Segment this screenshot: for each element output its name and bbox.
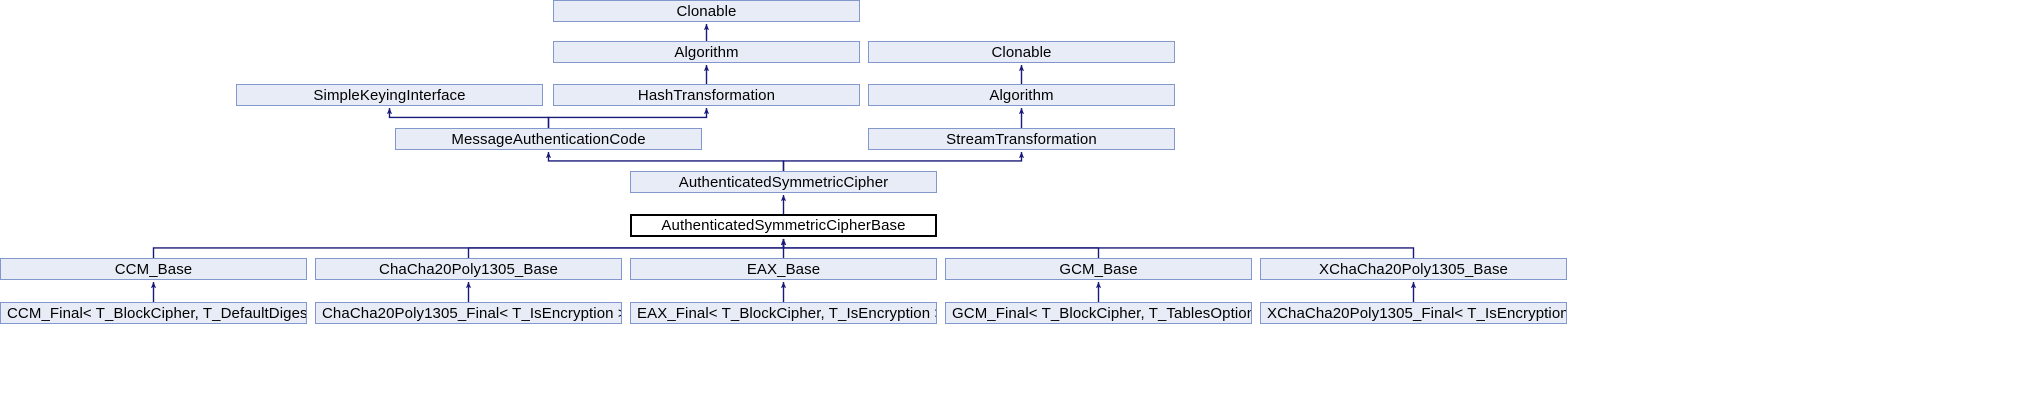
- class-node-ccm_base[interactable]: CCM_Base: [0, 258, 307, 280]
- class-node-xchacha_base[interactable]: XChaCha20Poly1305_Base: [1260, 258, 1567, 280]
- class-node-eax_base[interactable]: EAX_Base: [630, 258, 937, 280]
- class-node-chacha_final[interactable]: ChaCha20Poly1305_Final< T_IsEncryption >: [315, 302, 622, 324]
- class-node-label: Clonable: [991, 44, 1052, 60]
- class-node-label: GCM_Base: [1059, 261, 1138, 277]
- class-node-eax_final[interactable]: EAX_Final< T_BlockCipher, T_IsEncryption…: [630, 302, 937, 324]
- inheritance-arrow-asc-to-mac: [545, 151, 785, 171]
- class-node-label: StreamTransformation: [946, 131, 1097, 147]
- inheritance-arrow-mac-to-simplekeying: [386, 107, 550, 128]
- class-node-label: XChaCha20Poly1305_Final< T_IsEncryption …: [1267, 305, 1566, 321]
- class-node-chacha_base[interactable]: ChaCha20Poly1305_Base: [315, 258, 622, 280]
- class-node-algorithm_r[interactable]: Algorithm: [868, 84, 1175, 106]
- inheritance-arrow-chacha_base-to-ascbase: [467, 238, 787, 258]
- class-node-asc[interactable]: AuthenticatedSymmetricCipher: [630, 171, 937, 193]
- class-node-label: EAX_Base: [746, 261, 821, 277]
- class-node-label: GCM_Final< T_BlockCipher, T_TablesOption…: [952, 305, 1251, 321]
- class-node-label: ChaCha20Poly1305_Base: [379, 261, 558, 277]
- inheritance-arrow-ccm_base-to-ascbase: [152, 238, 787, 258]
- class-node-label: HashTransformation: [637, 87, 776, 103]
- class-node-ccm_final[interactable]: CCM_Final< T_BlockCipher, T_DefaultDiges…: [0, 302, 307, 324]
- class-node-label: SimpleKeyingInterface: [313, 87, 466, 103]
- class-node-label: CCM_Base: [114, 261, 193, 277]
- class-node-algorithm_l[interactable]: Algorithm: [553, 41, 860, 63]
- class-node-clonable_r[interactable]: Clonable: [868, 41, 1175, 63]
- class-node-label: CCM_Final< T_BlockCipher, T_DefaultDiges…: [7, 305, 306, 321]
- inheritance-arrow-xchacha_base-to-ascbase: [780, 238, 1415, 258]
- class-node-label: AuthenticatedSymmetricCipherBase: [661, 218, 906, 233]
- class-node-label: Algorithm: [989, 87, 1054, 103]
- inheritance-arrow-asc-to-streamtrans: [782, 151, 1025, 171]
- class-node-label: EAX_Final< T_BlockCipher, T_IsEncryption…: [637, 305, 936, 321]
- inheritance-arrow-mac-to-hashtransform: [547, 107, 710, 128]
- class-node-ascbase[interactable]: AuthenticatedSymmetricCipherBase: [630, 214, 937, 237]
- class-node-clonable_top[interactable]: Clonable: [553, 0, 860, 22]
- class-node-simplekeying[interactable]: SimpleKeyingInterface: [236, 84, 543, 106]
- class-node-label: Algorithm: [674, 44, 739, 60]
- class-node-label: ChaCha20Poly1305_Final< T_IsEncryption >: [322, 305, 621, 321]
- class-node-label: XChaCha20Poly1305_Base: [1318, 261, 1508, 277]
- class-node-gcm_final[interactable]: GCM_Final< T_BlockCipher, T_TablesOption…: [945, 302, 1252, 324]
- class-node-gcm_base[interactable]: GCM_Base: [945, 258, 1252, 280]
- class-node-mac[interactable]: MessageAuthenticationCode: [395, 128, 702, 150]
- class-node-xchacha_final[interactable]: XChaCha20Poly1305_Final< T_IsEncryption …: [1260, 302, 1567, 324]
- class-node-label: Clonable: [676, 3, 737, 19]
- class-node-streamtrans[interactable]: StreamTransformation: [868, 128, 1175, 150]
- class-node-label: MessageAuthenticationCode: [451, 131, 646, 147]
- class-node-label: AuthenticatedSymmetricCipher: [678, 174, 889, 190]
- inheritance-arrow-gcm_base-to-ascbase: [780, 238, 1100, 258]
- class-node-hashtransform[interactable]: HashTransformation: [553, 84, 860, 106]
